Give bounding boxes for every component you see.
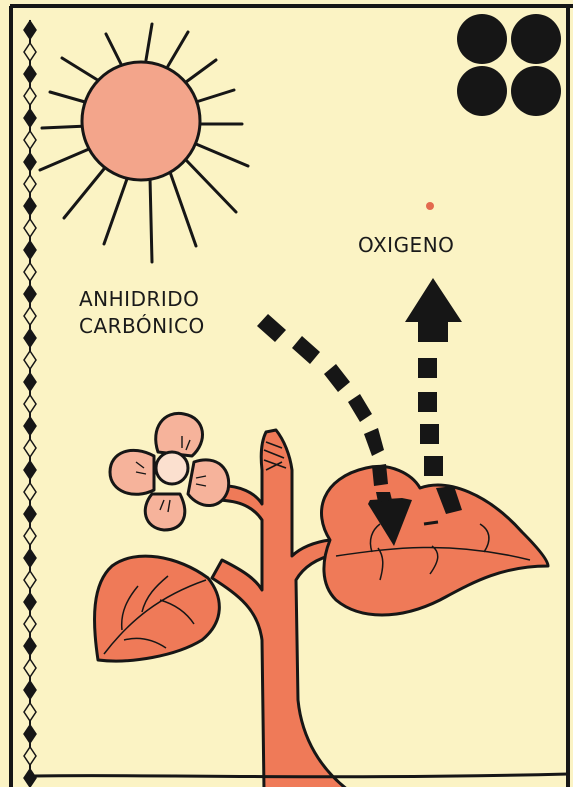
- border-diamond: [23, 217, 37, 239]
- carbon-dioxide-label: ANHIDRIDO CARBÓNICO: [79, 286, 205, 340]
- sun-icon: [38, 22, 250, 264]
- border-diamond: [23, 107, 37, 129]
- border-diamond: [23, 767, 37, 787]
- ground-line: [33, 772, 569, 779]
- diamond-border: [23, 19, 37, 787]
- border-diamond: [23, 261, 37, 283]
- carbon-dioxide-label-line2: CARBÓNICO: [79, 314, 205, 338]
- oxygen-label: OXIGENO: [358, 233, 455, 257]
- border-diamond: [23, 437, 37, 459]
- border-diamond: [23, 745, 37, 767]
- border-diamond: [23, 393, 37, 415]
- border-diamond: [23, 547, 37, 569]
- border-diamond: [23, 283, 37, 305]
- border-diamond: [23, 635, 37, 657]
- border-diamond: [23, 459, 37, 481]
- border-diamond: [23, 151, 37, 173]
- border-diamond: [23, 129, 37, 151]
- border-diamond: [23, 613, 37, 635]
- border-diamond: [23, 591, 37, 613]
- border-diamond: [23, 305, 37, 327]
- border-diamond: [23, 481, 37, 503]
- plant-icon: [93, 428, 550, 787]
- border-diamond: [23, 195, 37, 217]
- border-diamond: [23, 701, 37, 723]
- border-diamond: [23, 503, 37, 525]
- flower-icon: [108, 411, 231, 532]
- border-diamond: [23, 173, 37, 195]
- border-diamond: [23, 349, 37, 371]
- border-diamond: [23, 569, 37, 591]
- arrow-up-icon: [405, 278, 462, 526]
- border-diamond: [23, 723, 37, 745]
- four-dots-icon: [457, 14, 561, 116]
- border-diamond: [23, 327, 37, 349]
- border-diamond: [23, 239, 37, 261]
- border-diamond: [23, 63, 37, 85]
- border-diamond: [23, 19, 37, 41]
- border-diamond: [23, 85, 37, 107]
- border-diamond: [23, 657, 37, 679]
- border-diamond: [23, 525, 37, 547]
- border-diamond: [23, 41, 37, 63]
- border-diamond: [23, 679, 37, 701]
- carbon-dioxide-label-line1: ANHIDRIDO: [79, 287, 200, 311]
- red-dot: [426, 202, 434, 210]
- frame: [9, 4, 573, 787]
- arrow-down-icon: [257, 314, 412, 546]
- border-diamond: [23, 415, 37, 437]
- border-diamond: [23, 371, 37, 393]
